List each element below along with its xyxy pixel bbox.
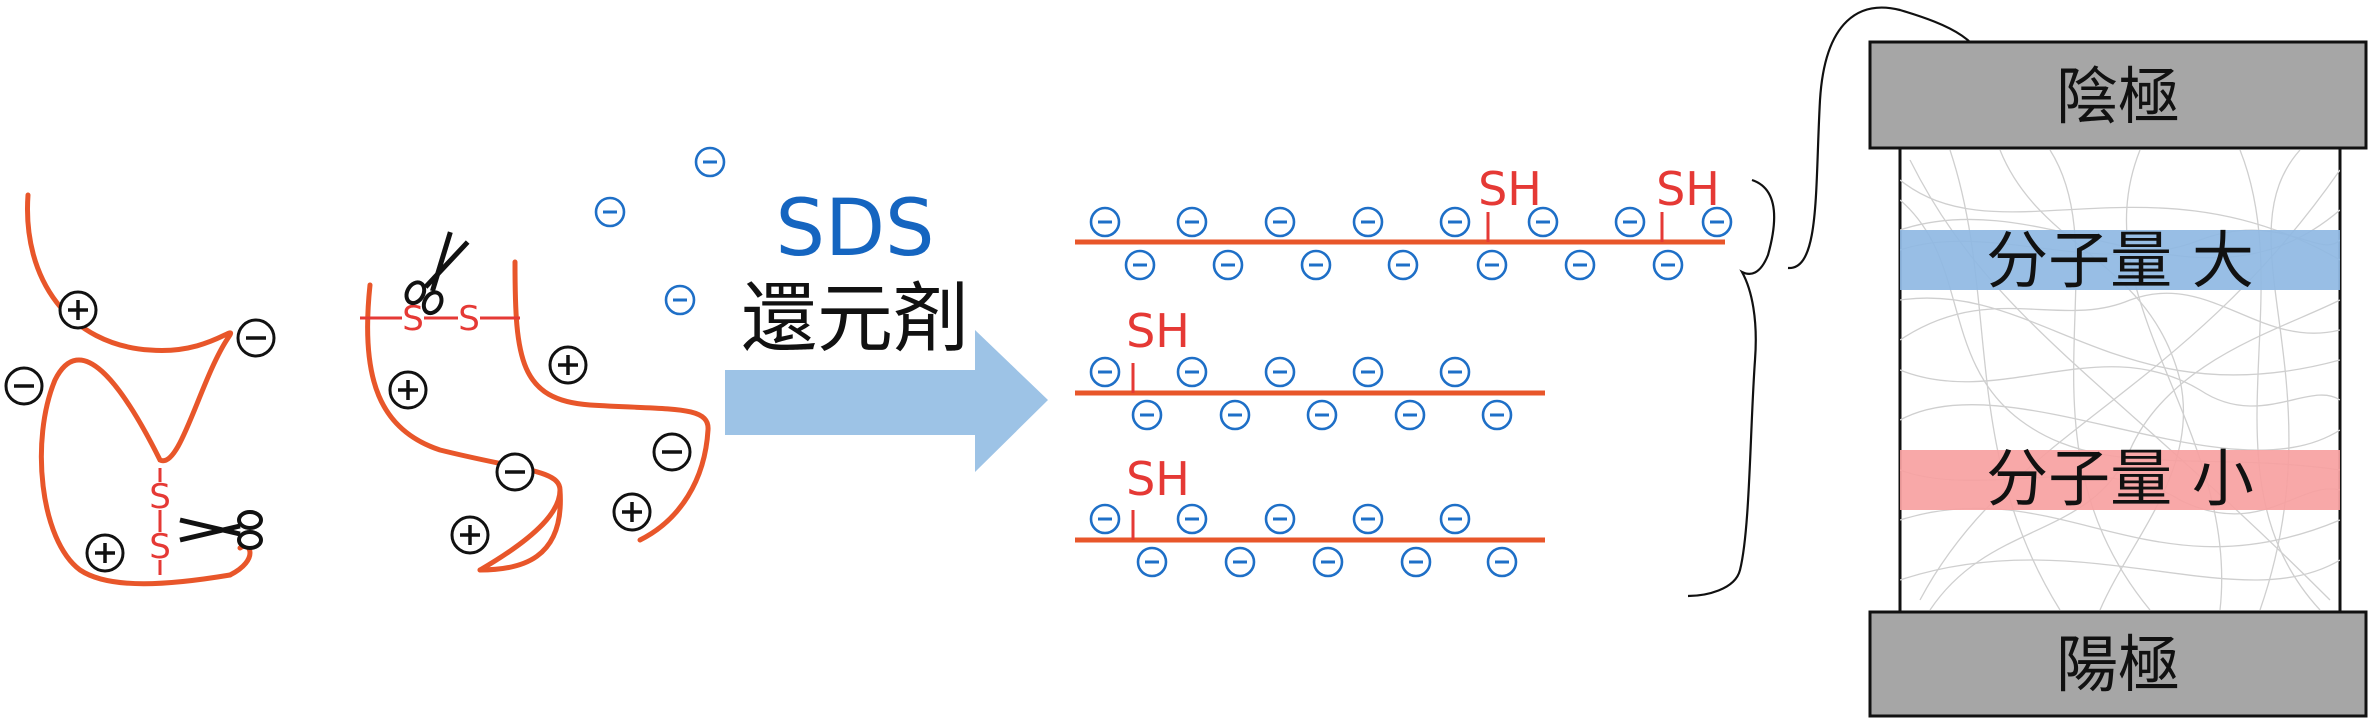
negative-charge-icon [1131,399,1163,431]
negative-charge-icon [1312,546,1344,578]
negative-charge-icon [1264,356,1296,388]
negative-charge-icon [1219,399,1251,431]
negative-charge-icon [694,146,726,178]
negative-charge-icon [4,366,44,406]
reducing-agent-label: 還元剤 [741,274,969,363]
negative-charge-icon [652,432,692,472]
thiol-label: SH [1656,162,1720,216]
gel-apparatus: 分子量 大 分子量 小 陰極 陽極 [1868,40,2368,718]
protein-chain [480,490,560,570]
sulfur-label: S [149,477,171,517]
negative-charge-icon [1439,356,1471,388]
positive-charge-icon [450,515,490,555]
cathode [1868,40,2368,150]
band-low-mw-label: 分子量 小 [1986,442,2254,515]
anode-label: 陽極 [2056,628,2180,701]
negative-charge-icon [1439,503,1471,535]
negative-charge-icon [236,318,276,358]
thiol-label: SH [1126,452,1190,506]
connector-arrow [1787,6,2000,270]
negative-charge-icon [1486,546,1518,578]
negative-charge-icon [1387,249,1419,281]
cathode-label: 陰極 [2056,60,2180,133]
negative-charge-icon [1352,356,1384,388]
protein-chain [227,543,253,578]
sulfur-label: S [149,527,171,567]
negative-charge-icon [1176,206,1208,238]
negative-charge-icon [1300,249,1332,281]
positive-charge-icon [612,492,652,532]
negative-charge-icon [1352,206,1384,238]
negative-charge-icon [1212,249,1244,281]
free-sds-charges [594,146,726,316]
negative-charge-icon [1089,206,1121,238]
band-high-mw [1900,230,2340,290]
negative-charge-icon [1176,356,1208,388]
negative-charge-icon [1614,206,1646,238]
sulfur-label: S [458,299,480,339]
gel-body [1898,146,2342,614]
negative-charge-icon [1264,206,1296,238]
folded-protein-2: S S [360,228,711,573]
negative-charge-icon [1306,399,1338,431]
denatured-chain-short-2: SH [1075,452,1545,578]
positive-charge-icon [58,290,98,330]
protein-chain [477,487,563,573]
negative-charge-icon [1652,249,1684,281]
scissors-icon [180,512,261,548]
negative-charge-icon [1394,399,1426,431]
sulfur-label: S [402,299,424,339]
band-low-mw [1900,450,2340,510]
positive-charge-icon [548,345,588,385]
negative-charge-icon [1264,503,1296,535]
negative-charge-icon [664,284,696,316]
negative-charge-icon [1136,546,1168,578]
thiol-label: SH [1478,162,1542,216]
negative-charge-icon [1476,249,1508,281]
negative-charge-icon [1176,503,1208,535]
positive-charge-icon [388,370,428,410]
negative-charge-icon [594,196,626,228]
negative-charge-icon [1352,503,1384,535]
folded-protein-1: S S [4,192,276,587]
process-arrow [725,330,1048,472]
negative-charge-icon [495,452,535,492]
brace [1687,178,1776,598]
negative-charge-icon [1089,503,1121,535]
negative-charge-icon [1400,546,1432,578]
negative-charge-icon [1527,206,1559,238]
band-high-mw-label: 分子量 大 [1986,224,2254,297]
negative-charge-icon [1481,399,1513,431]
negative-charge-icon [1439,206,1471,238]
denatured-chain-long: SH SH [1075,162,1733,281]
denatured-chain-short-1: SH [1075,304,1545,431]
negative-charge-icon [1224,546,1256,578]
thiol-label: SH [1126,304,1190,358]
anode [1868,610,2368,718]
positive-charge-icon [85,533,125,573]
protein-chain [512,259,711,543]
protein-chain [25,192,234,587]
negative-charge-icon [1564,249,1596,281]
negative-charge-icon [1124,249,1156,281]
negative-charge-icon [1701,206,1733,238]
sds-label: SDS [775,184,934,274]
negative-charge-icon [1089,356,1121,388]
